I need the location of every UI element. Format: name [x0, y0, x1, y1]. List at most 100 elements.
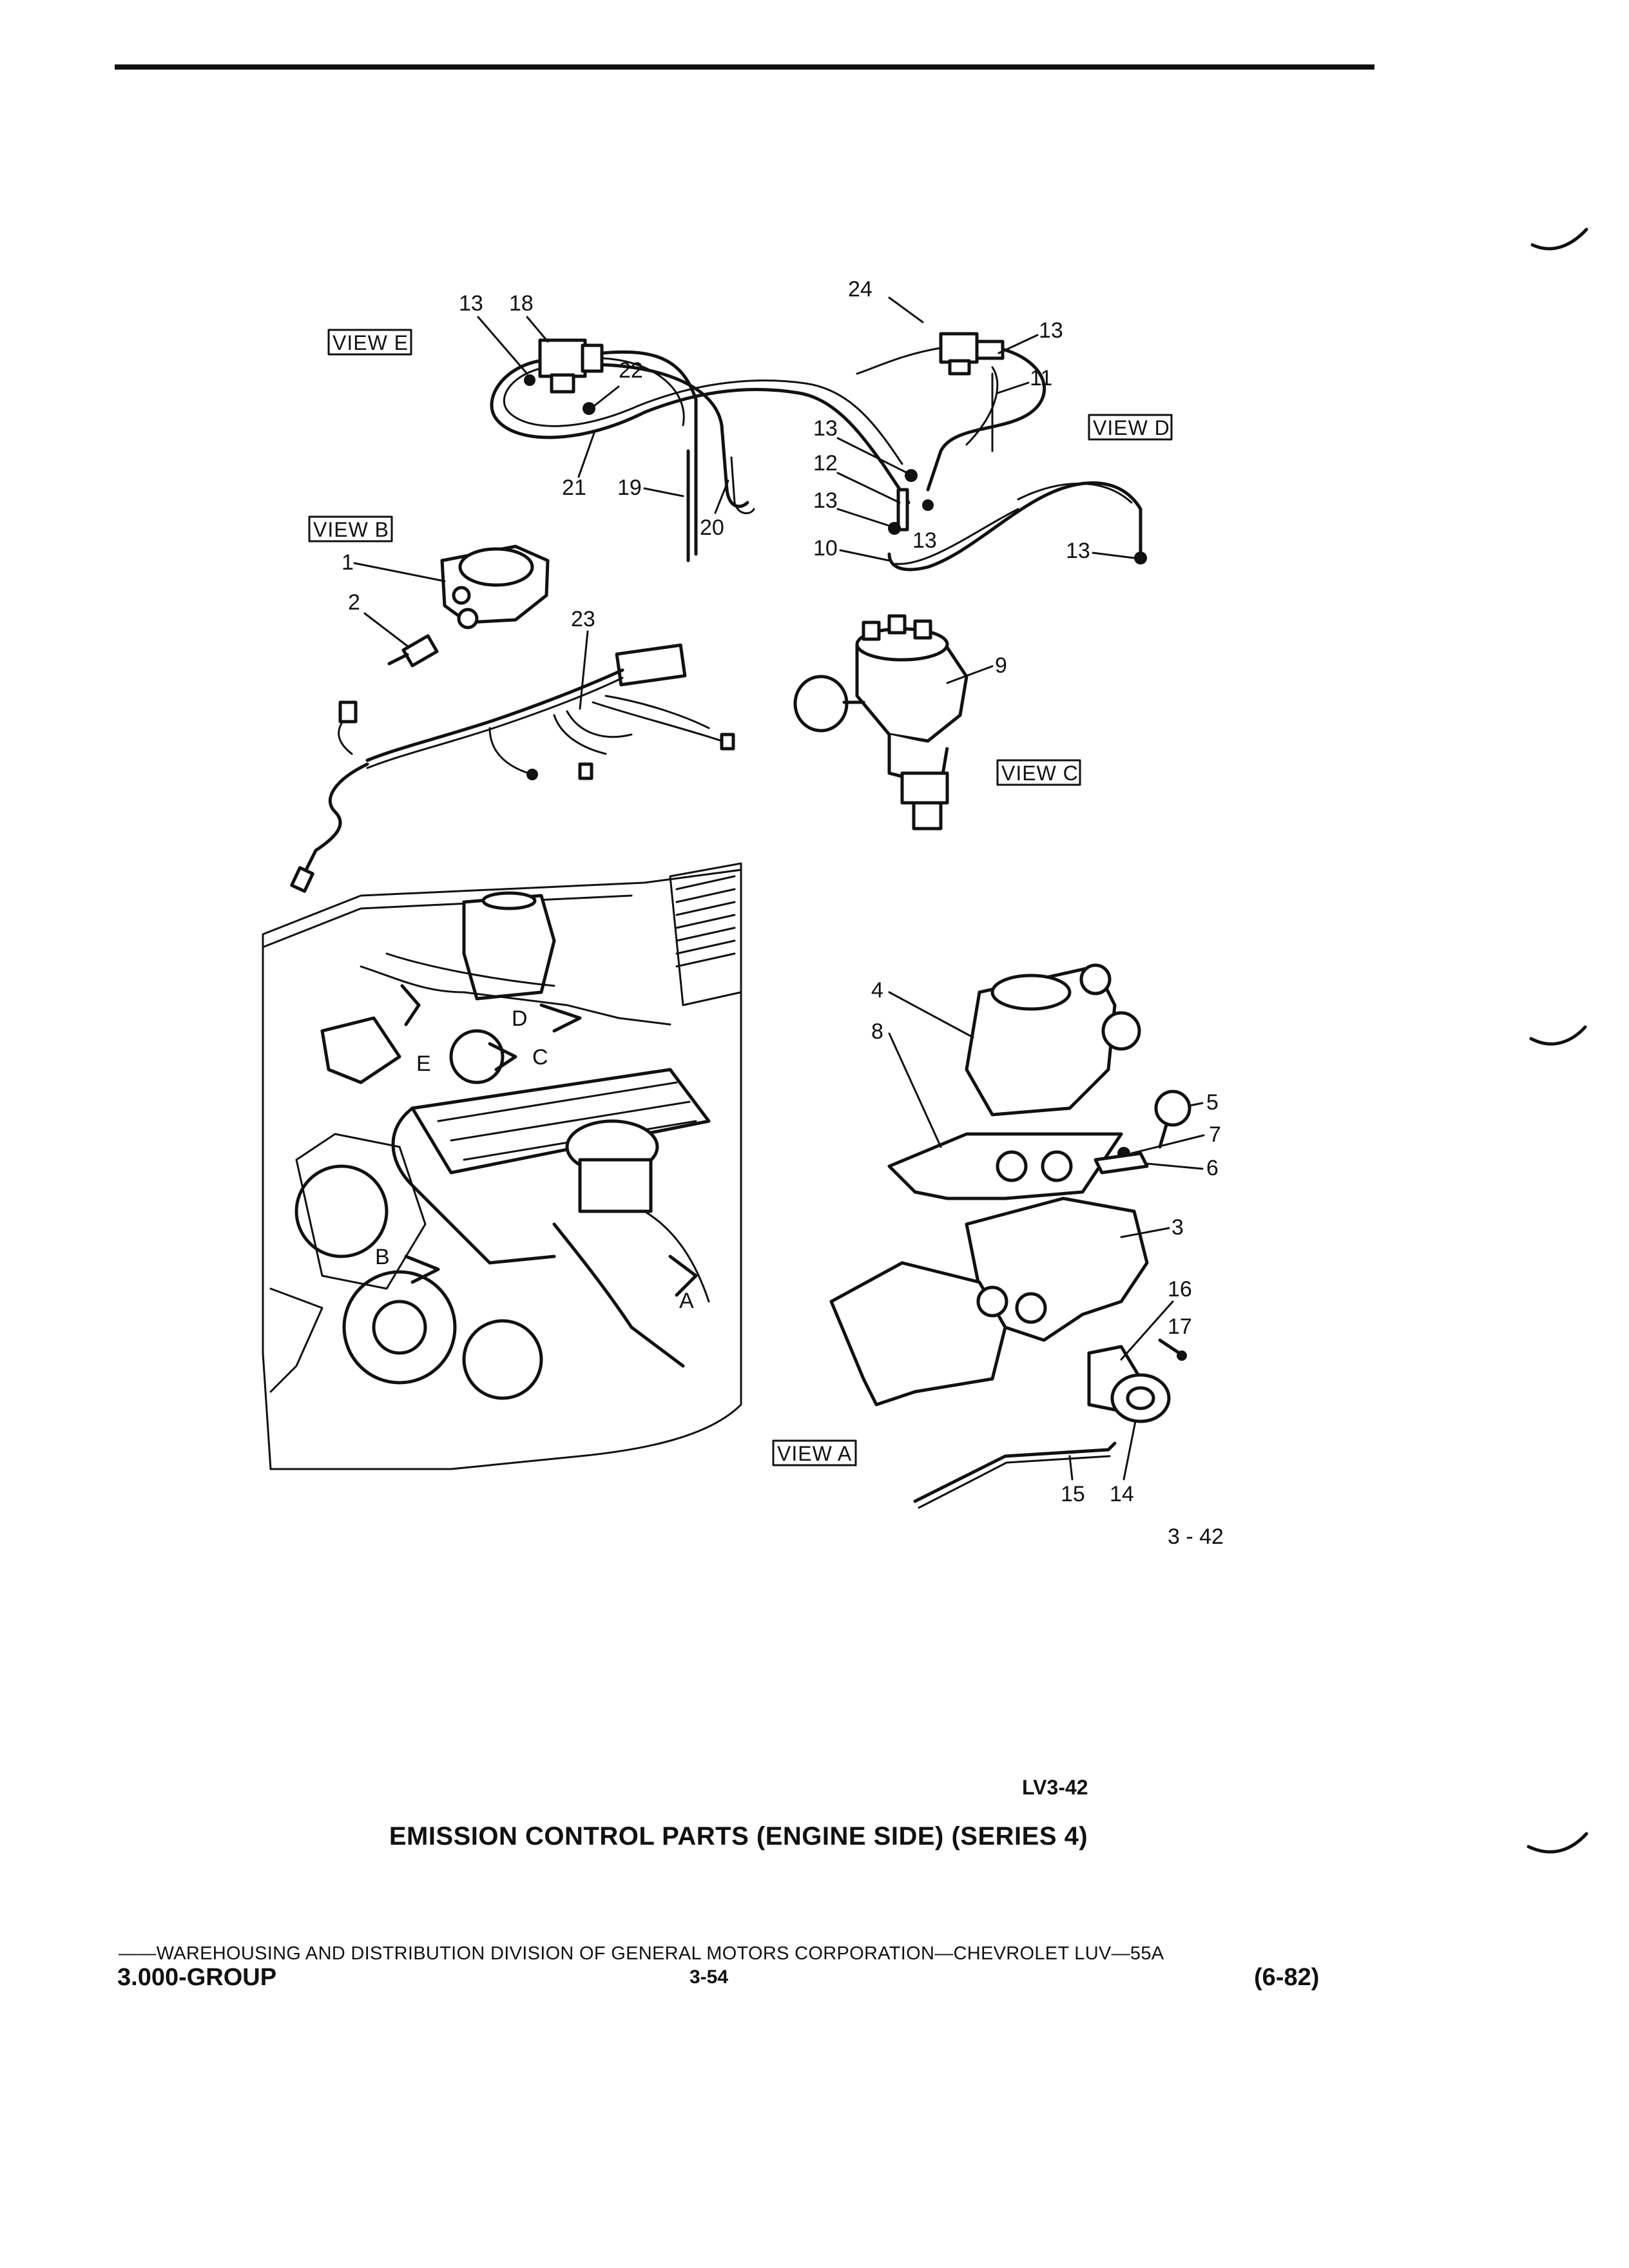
leader-7: [1130, 1134, 1205, 1155]
harness-lead-long-terminal: [290, 866, 314, 893]
reservoir-cap: [481, 891, 537, 910]
view-b-group: VIEW B 1 2: [308, 515, 550, 668]
callout-21: 21: [562, 476, 586, 500]
footer-group: 3.000-GROUP: [117, 1964, 277, 1991]
callout-10: 10: [813, 536, 838, 561]
callout-11: 11: [1030, 366, 1052, 390]
header-rule: [115, 64, 1374, 70]
callout-9: 9: [995, 653, 1007, 678]
view-d-box: [1088, 414, 1173, 441]
valve-24-port: [975, 340, 1005, 360]
distributor-shaft: [912, 801, 943, 831]
hose-10: [887, 481, 1142, 572]
callout-17: 17: [1168, 1314, 1192, 1339]
footer-division-line: ——WAREHOUSING AND DISTRIBUTION DIVISION …: [119, 1943, 1164, 1964]
fender-hatch: [669, 862, 742, 1006]
harness-lead-a: [488, 727, 530, 774]
distributor-tower-1: [862, 620, 881, 641]
pipe-15: [913, 1441, 1117, 1503]
hose-21-inner: [503, 367, 903, 465]
harness-lead-short-terminal: [338, 700, 358, 724]
coolant-reservoir: [462, 894, 556, 1001]
view-c-label: VIEW C: [1001, 762, 1079, 785]
crank-pulley-hub: [372, 1300, 427, 1355]
view-e-label: VIEW E: [333, 331, 409, 354]
timing-cover: [295, 1133, 427, 1290]
egr-valve-14-center: [1126, 1386, 1155, 1410]
view-c-group: VIEW C 9: [793, 614, 1081, 831]
harness-23-group: 23: [290, 607, 735, 893]
manifold-port-1: [976, 1285, 1008, 1318]
engine-hose-route: [385, 952, 555, 987]
leader-13-d-b: [836, 508, 891, 527]
upper-hose: [391, 1106, 556, 1265]
leader-9: [946, 665, 994, 684]
engine-letter-c: C: [532, 1045, 548, 1070]
vacuum-advance-unit: [793, 675, 849, 733]
view-e-group: VIEW E 13 18 22 21 19 20: [327, 291, 911, 562]
view-c-box: [996, 759, 1081, 786]
fitting-12: [896, 488, 909, 532]
hose-right-inner: [1017, 483, 1133, 504]
leader-11: [996, 381, 1030, 394]
callout-4: 4: [871, 978, 883, 1003]
callout-20: 20: [700, 515, 724, 540]
binder-mark-bottom: [1527, 1832, 1588, 1854]
engine-letter-b: B: [375, 1245, 390, 1269]
pump-pulley: [462, 1319, 543, 1400]
page-title: EMISSION CONTROL PARTS (ENGINE SIDE) (SE…: [0, 1822, 1629, 1851]
arrow-c: [488, 1042, 517, 1072]
leader-13-d-a: [836, 437, 909, 474]
bolt-17-head: [1177, 1350, 1187, 1361]
intake-pipe: [552, 1222, 685, 1368]
figure-number: 3 - 42: [1168, 1524, 1224, 1549]
view-d-group: VIEW D 24 13 11 13 12 13 13 10 13: [813, 277, 1173, 572]
thermo-switch-terminal: [387, 653, 409, 666]
leader-21: [577, 432, 595, 478]
leader-23: [579, 630, 589, 710]
callout-5: 5: [1206, 1090, 1219, 1115]
callout-13-e: 13: [459, 291, 483, 316]
leader-22: [593, 385, 620, 407]
distributor-tower-2: [887, 614, 907, 635]
view-b-label: VIEW B: [313, 518, 389, 541]
callout-7: 7: [1209, 1122, 1221, 1147]
arrow-e: [400, 984, 421, 1026]
hose-21: [490, 359, 911, 505]
engine-letter-a: A: [679, 1289, 694, 1313]
bolt-22: [583, 402, 595, 415]
clip-13-upper: [905, 469, 918, 482]
callout-18: 18: [509, 291, 534, 316]
leader-5: [1188, 1102, 1204, 1107]
leader-10: [839, 549, 891, 562]
callout-13-d-top: 13: [1039, 318, 1063, 343]
leader-18: [526, 316, 549, 343]
pipe-15-inner: [918, 1455, 1111, 1509]
valve-24-base: [948, 359, 971, 376]
harness-23-main: [365, 668, 624, 762]
clip-13-lower: [888, 522, 901, 535]
engine-harness-route: [360, 965, 671, 1026]
callout-13-d-d: 13: [1066, 539, 1090, 563]
callout-3: 3: [1171, 1215, 1184, 1240]
thermo-housing-bolt-hole: [452, 586, 471, 605]
clip-13-e: [524, 374, 535, 386]
callout-15: 15: [1061, 1482, 1085, 1506]
view-e-box: [327, 329, 412, 356]
switch-5-stem: [1158, 1123, 1168, 1149]
hose-19: [600, 350, 698, 556]
fender-hatch-lines: [675, 875, 736, 968]
callout-24: 24: [848, 277, 872, 302]
intake-manifold-runner: [829, 1261, 1007, 1407]
callout-22: 22: [619, 358, 643, 383]
vacuum-switch-18: [538, 338, 587, 378]
callout-23: 23: [571, 607, 595, 631]
hose-20-end: [730, 456, 755, 515]
harness-lead-e: [604, 695, 710, 729]
view-a-box: [772, 1439, 857, 1466]
hose-11-inner: [965, 366, 999, 446]
leader-4: [888, 991, 974, 1039]
harness-lead-b-terminal: [578, 762, 593, 780]
carburetor-choke: [1101, 1011, 1141, 1051]
